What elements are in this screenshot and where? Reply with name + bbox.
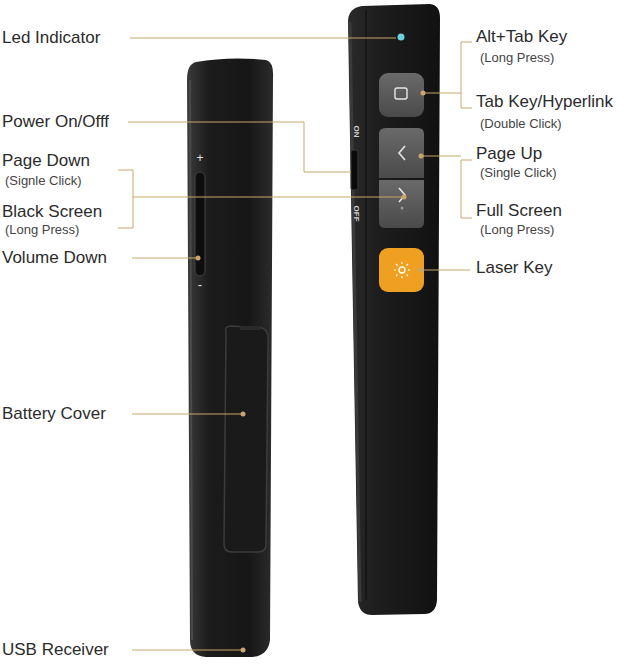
callout-note: (Double Click) <box>480 117 562 132</box>
switch-marking: ON <box>351 126 360 138</box>
button-marking: + <box>196 152 203 166</box>
callout-label: Alt+Tab Key <box>476 27 567 47</box>
leader-lines <box>118 38 472 650</box>
callout-note: (Long Press) <box>5 223 79 238</box>
button-marking: - <box>198 278 202 293</box>
callout-label: Battery Cover <box>2 404 106 424</box>
callout-note: (Single Click) <box>480 166 557 181</box>
callout-label: Laser Key <box>476 258 553 278</box>
presenter-front-view <box>348 4 440 615</box>
callout-label: Page Down <box>2 151 90 171</box>
callout-note: (Signle Click) <box>5 174 82 189</box>
callout-note: (Long Press) <box>480 51 554 66</box>
callout-note: (Long Press) <box>480 223 554 238</box>
callout-label: USB Receiver <box>2 640 109 660</box>
callout-label: Full Screen <box>476 201 562 221</box>
callout-label: Volume Down <box>2 248 107 268</box>
callout-label: Power On/Offf <box>2 112 109 132</box>
callout-label: Led Indicator <box>2 28 100 48</box>
presenter-side-view <box>187 58 273 657</box>
callout-label: Black Screen <box>2 202 102 222</box>
switch-marking: OFF <box>351 206 360 222</box>
callout-label: Tab Key/Hyperlink <box>476 92 613 112</box>
callout-label: Page Up <box>476 144 542 164</box>
